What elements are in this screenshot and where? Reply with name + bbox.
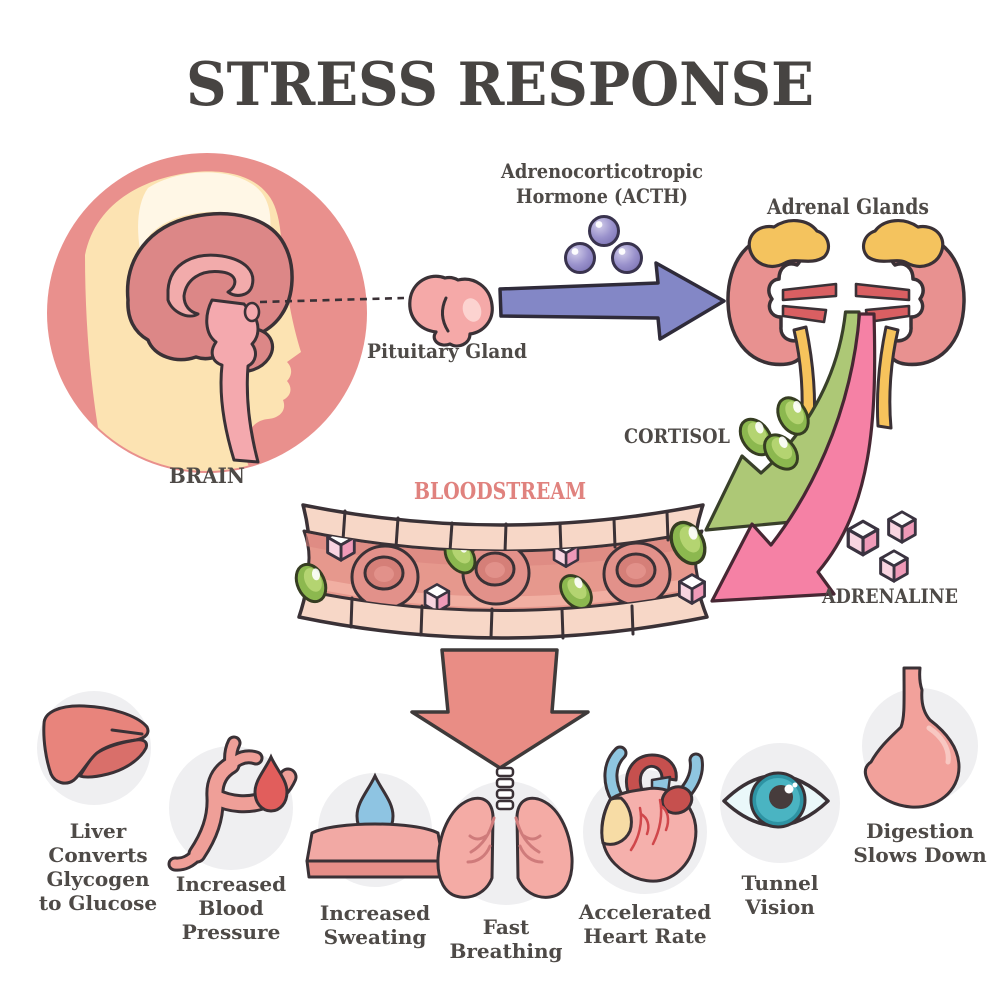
effect-label-line: Digestion	[866, 819, 974, 843]
vessel-wall-segments	[341, 509, 670, 640]
red-blood-cell-icon	[350, 544, 420, 610]
red-blood-cell-icon	[602, 541, 672, 607]
effect-label-line: Tunnel	[742, 871, 819, 895]
page-title: STRESS RESPONSE	[186, 50, 814, 120]
effects-down-arrow-icon	[410, 648, 590, 770]
effect-label-line: to Glucose	[39, 891, 157, 915]
bloodstream-vessel-icon	[289, 503, 714, 640]
acth-molecules-icon	[564, 215, 643, 274]
cortisol-label: CORTISOL	[624, 424, 730, 448]
acth-label-line1: Adrenocorticotropic	[500, 159, 703, 183]
effect-label-line: Converts	[48, 843, 147, 867]
brainstem	[205, 298, 260, 464]
lungs-icon	[436, 766, 574, 899]
effect-label-line: Vision	[744, 895, 815, 919]
effect-blood-pressure: Increased Blood Pressure	[167, 735, 298, 944]
pituitary-spot	[243, 301, 261, 323]
adrenaline-arrow-icon	[710, 312, 877, 603]
adrenal-glands-label: Adrenal Glands	[766, 194, 929, 219]
effect-label-line: Blood	[198, 896, 263, 920]
hair-highlight	[138, 172, 271, 250]
stomach-icon	[863, 666, 961, 809]
effect-label-line: Breathing	[449, 939, 562, 963]
effect-heart-rate: Accelerated Heart Rate	[578, 745, 711, 948]
brain-label: BRAIN	[169, 463, 245, 488]
effect-label-line: Heart Rate	[583, 924, 706, 948]
liver-icon	[42, 704, 150, 785]
effect-label-line: Fast	[483, 915, 530, 939]
effect-label-line: Slows Down	[853, 843, 987, 867]
effect-label-line: Sweating	[324, 925, 427, 949]
effect-label-line: Liver	[70, 819, 127, 843]
adrenaline-molecules-icon	[846, 510, 917, 583]
effect-label-line: Glycogen	[46, 867, 150, 891]
sweat-icon	[305, 772, 445, 879]
effect-sweating: Increased Sweating	[305, 772, 445, 949]
brain-icon	[47, 153, 367, 473]
eye-icon	[722, 771, 830, 829]
effect-label-line: Increased	[320, 901, 430, 925]
pituitary-label: Pituitary Gland	[367, 339, 527, 363]
effect-tunnel-vision: Tunnel Vision	[720, 743, 840, 919]
artery-icon	[167, 735, 298, 872]
effect-label-line: Pressure	[182, 920, 281, 944]
effect-digestion: Digestion Slows Down	[853, 666, 987, 867]
acth-arrow-icon	[498, 261, 726, 341]
effect-breathing: Fast Breathing	[436, 766, 574, 963]
adrenaline-label: ADRENALINE	[821, 584, 958, 608]
acth-label-line2: Hormone (ACTH)	[516, 184, 688, 208]
blood-drop-icon	[253, 753, 289, 813]
pituitary-gland-icon	[408, 274, 494, 348]
bloodstream-label: BLOODSTREAM	[414, 478, 586, 505]
effect-label-line: Increased	[176, 872, 286, 896]
effect-label-line: Accelerated	[578, 900, 711, 924]
effect-liver: Liver Converts Glycogen to Glucose	[37, 691, 157, 915]
heart-icon	[600, 745, 704, 883]
corpus-callosum	[166, 253, 255, 318]
